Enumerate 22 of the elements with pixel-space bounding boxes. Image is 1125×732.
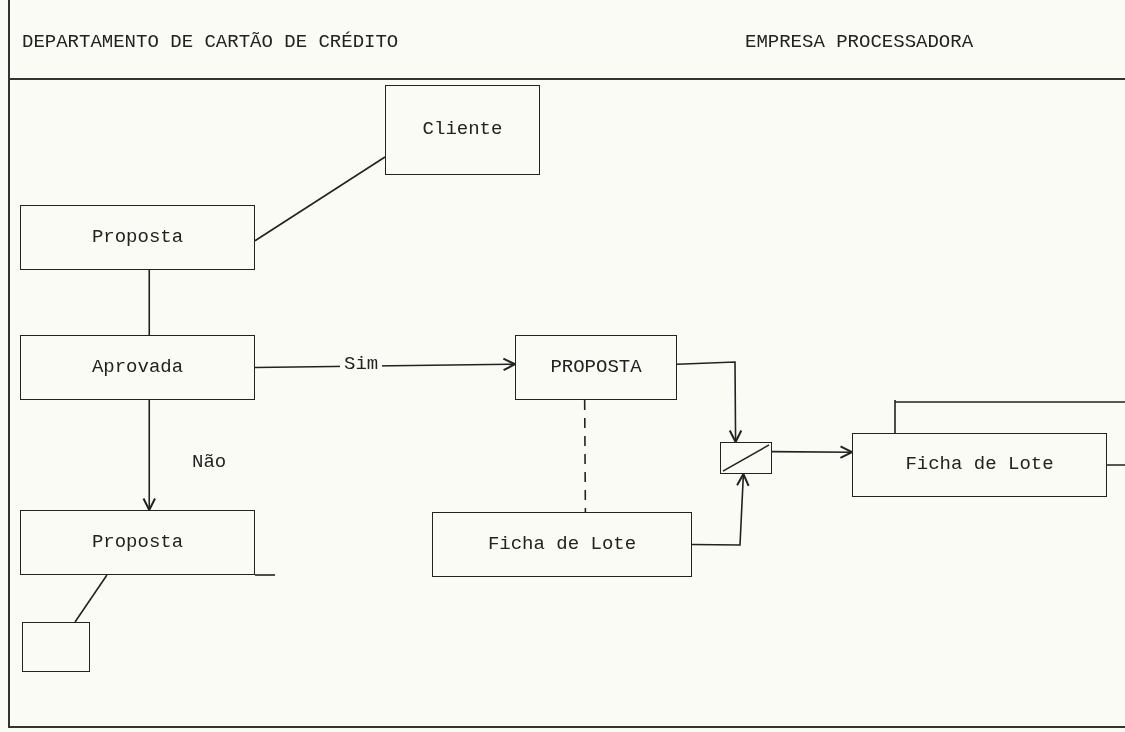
process-box	[385, 85, 540, 175]
empty-box	[22, 622, 90, 672]
connector-arrow	[676, 361, 743, 443]
collator-box	[720, 442, 772, 474]
node-text: Proposta	[91, 530, 184, 555]
process-box	[20, 335, 255, 400]
node-text: PROPOSTA	[550, 355, 642, 380]
connector-arrow	[691, 473, 750, 546]
process-box	[20, 205, 255, 270]
node-text: Cliente	[422, 118, 503, 142]
node-text: Proposta	[91, 225, 184, 250]
lane-heading: EMPRESA PROCESSADORA	[745, 30, 974, 55]
connector-arrow	[771, 445, 853, 459]
connector-arrow	[142, 399, 156, 511]
node-text: Ficha de Lote	[905, 453, 1054, 477]
process-box	[852, 433, 1107, 497]
process-box	[432, 512, 692, 577]
node-text: Ficha de Lote	[487, 532, 637, 557]
process-box	[515, 335, 677, 400]
process-box	[20, 510, 255, 575]
lane-heading: DEPARTAMENTO DE CARTÃO DE CRÉDITO	[22, 30, 399, 55]
node-text: Aprovada	[91, 355, 184, 380]
